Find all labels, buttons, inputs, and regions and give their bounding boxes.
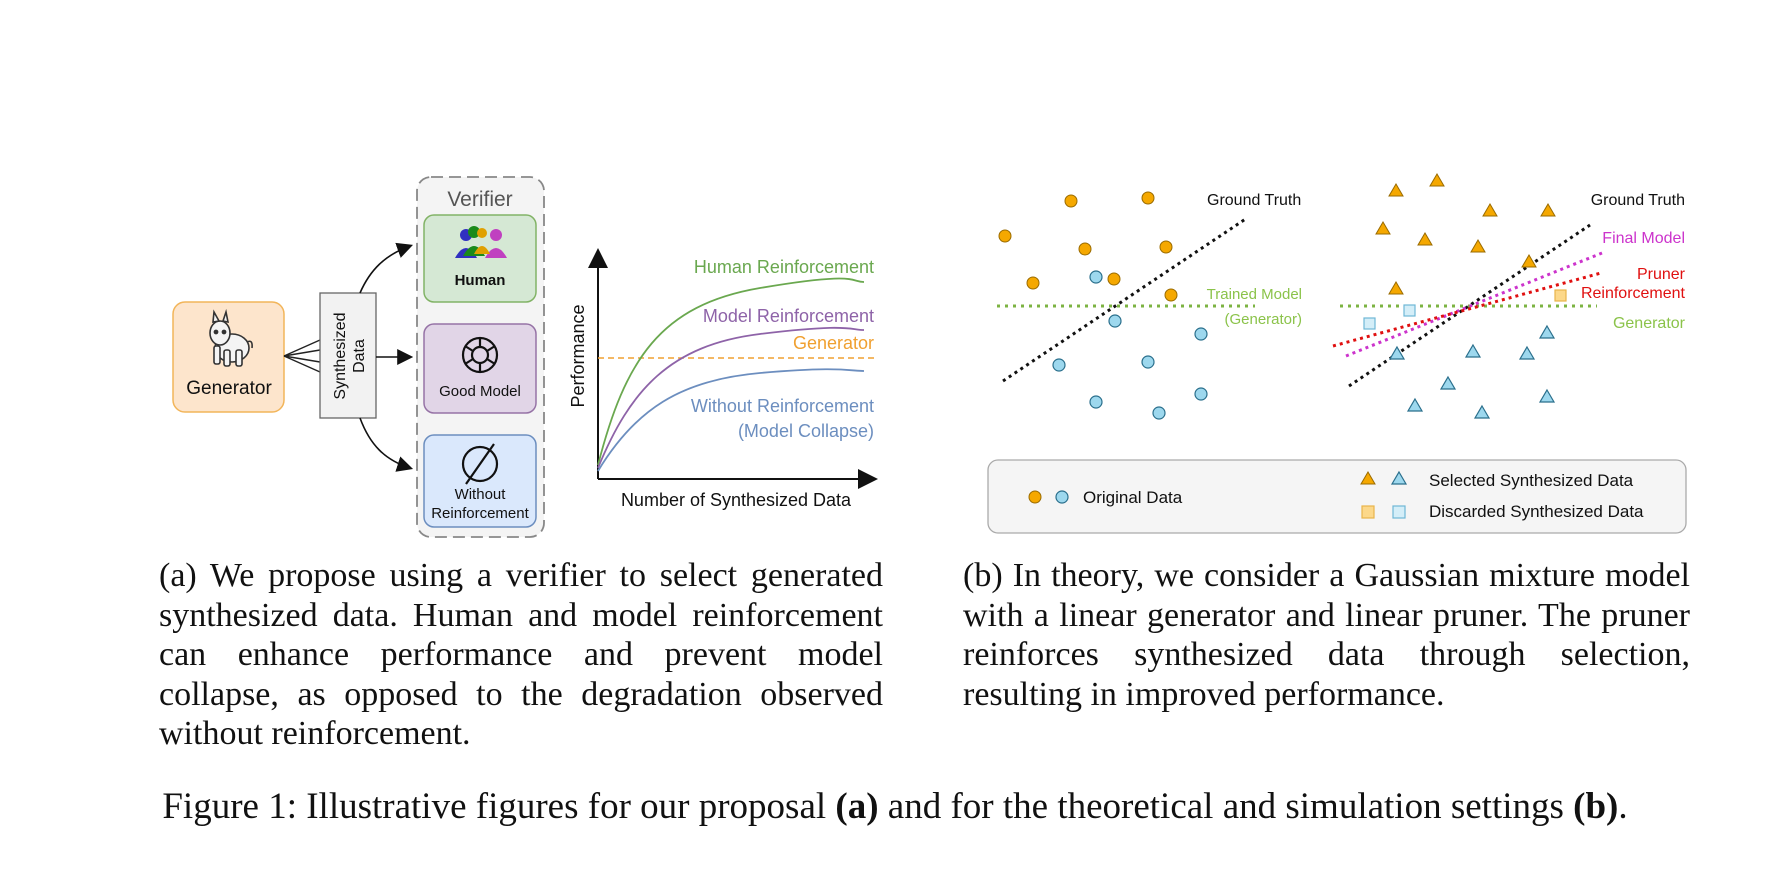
legend-original-label: Original Data: [1083, 488, 1183, 507]
chart-y-label: Performance: [568, 304, 588, 407]
without-label-line1: Without: [455, 486, 507, 503]
right-selected-orange-triangles: [1375, 173, 1556, 295]
human-label: Human: [455, 272, 506, 289]
series-line-model-reinforcement: [597, 326, 865, 469]
series-label-model: Model Reinforcement: [703, 306, 874, 326]
performance-chart: Performance Number of Synthesized Data H…: [568, 248, 878, 510]
figure-caption-b-ref: (b): [1573, 786, 1619, 827]
human-box: [423, 214, 537, 303]
verifier-arrows: [359, 242, 414, 472]
right-pruner-line: [1332, 271, 1602, 348]
panel-b-right-scatter: Ground Truth Final Model Pruner Reinforc…: [1332, 173, 1686, 419]
figure-caption-prefix: Figure 1: Illustrative figures for our p…: [162, 786, 836, 827]
right-selected-blue-triangles: [1388, 324, 1556, 419]
panel-b-legend: Original Data Selected Synthesized Data …: [987, 459, 1687, 534]
legend-orange-triangle: [1360, 471, 1376, 485]
caption-b: (b) In theory, we consider a Gaussian mi…: [963, 557, 1690, 713]
left-trained-model-label-2: (Generator): [1224, 311, 1302, 328]
openai-logo-icon: [461, 336, 499, 374]
legend-orange-circle: [1028, 490, 1042, 504]
good-model-label: Good Model: [439, 383, 521, 400]
without-label-line2: Reinforcement: [431, 505, 529, 522]
people-icon: [455, 226, 507, 258]
right-generator-label: Generator: [1613, 315, 1686, 332]
left-orange-points: [998, 191, 1178, 302]
chart-x-label: Number of Synthesized Data: [621, 490, 852, 510]
legend-discarded-label: Discarded Synthesized Data: [1429, 502, 1644, 521]
legend-box: [987, 459, 1687, 534]
figure-caption: Figure 1: Illustrative figures for our p…: [0, 785, 1790, 828]
left-blue-points: [1052, 270, 1208, 420]
generator-fan-lines: [283, 339, 321, 373]
series-label-generator: Generator: [793, 333, 874, 353]
series-label-without: Without Reinforcement: [691, 396, 874, 416]
legend-selected-label: Selected Synthesized Data: [1429, 471, 1634, 490]
series-label-human: Human Reinforcement: [694, 257, 874, 277]
left-ground-truth-label: Ground Truth: [1207, 192, 1301, 209]
legend-orange-square: [1361, 505, 1375, 519]
right-ground-truth-label: Ground Truth: [1591, 192, 1685, 209]
figure-caption-suffix: .: [1618, 786, 1628, 827]
series-line-human-reinforcement: [597, 277, 865, 466]
synthesized-data-box: [319, 292, 377, 419]
figure-caption-a-ref: (a): [835, 786, 879, 827]
legend-blue-square: [1392, 505, 1406, 519]
legend-blue-triangle: [1390, 470, 1408, 485]
llama-icon: [209, 308, 253, 367]
figure-caption-middle: and for the theoretical and simulation s…: [878, 786, 1574, 827]
right-discarded-squares: [1363, 289, 1567, 330]
caption-a: (a) We propose using a verifier to selec…: [159, 557, 883, 752]
series-label-without-line2: (Model Collapse): [738, 421, 874, 441]
legend-blue-circle: [1055, 490, 1069, 504]
empty-set-icon: [461, 443, 499, 485]
panel-b-left-scatter: Ground Truth Trained Model (Generator): [997, 191, 1302, 420]
right-final-model-label: Final Model: [1602, 230, 1685, 247]
series-line-without-reinforcement: [597, 368, 865, 472]
left-trained-model-label-1: Trained Model: [1207, 286, 1302, 303]
synthesized-label-line2: Data: [351, 339, 368, 373]
generator-label: Generator: [186, 378, 272, 399]
verifier-title: Verifier: [447, 188, 512, 211]
right-pruner-label-2: Reinforcement: [1581, 285, 1686, 302]
panel-a-diagram: Generator Synthesized Data Verifier: [172, 176, 545, 538]
right-pruner-label-1: Pruner: [1637, 266, 1686, 283]
right-final-model-line: [1345, 251, 1603, 358]
synthesized-label-line1: Synthesized: [332, 312, 349, 399]
